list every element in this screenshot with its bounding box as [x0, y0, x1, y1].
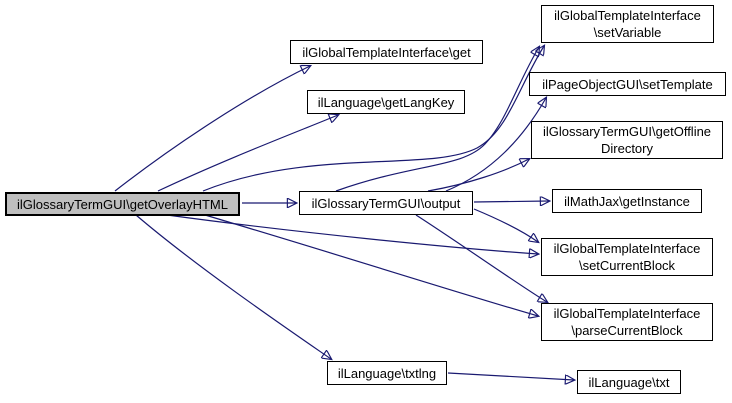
- node-label: \setVariable: [593, 25, 662, 40]
- node-label: ilGlobalTemplateInterface\get: [302, 44, 471, 60]
- node-label: Directory: [600, 141, 653, 156]
- node-label: ilLanguage\txtlng: [337, 365, 437, 381]
- edge-getOverlayHTML-to-txtlng: [135, 214, 331, 359]
- node-label: ilGlossaryTermGUI\getOffline: [542, 124, 712, 139]
- node-getinstance[interactable]: ilMathJax\getInstance: [552, 189, 702, 213]
- edge-output-to-getOfflineDirectory: [427, 159, 529, 192]
- node-label: ilLanguage\getLangKey: [317, 94, 455, 110]
- node-getlangkey[interactable]: ilLanguage\getLangKey: [307, 90, 465, 114]
- node-label: ilGlossaryTermGUI\getOverlayHTML: [17, 196, 228, 212]
- edge-txtlng-to-txt: [447, 372, 574, 380]
- node-setcurrentblock[interactable]: ilGlobalTemplateInterface \setCurrentBlo…: [541, 238, 713, 276]
- node-getofflinedirectory[interactable]: ilGlossaryTermGUI\getOffline Directory: [531, 121, 723, 159]
- edge-getOverlayHTML-to-setVariable: [202, 46, 544, 192]
- node-txt[interactable]: ilLanguage\txt: [577, 370, 681, 394]
- node-getoverlayhtml[interactable]: ilGlossaryTermGUI\getOverlayHTML: [5, 192, 240, 216]
- edge-output-to-parseCurrentBlock: [415, 214, 547, 302]
- node-label: \parseCurrentBlock: [571, 323, 683, 338]
- node-label: ilGlobalTemplateInterface: [553, 241, 701, 256]
- node-setvariable[interactable]: ilGlobalTemplateInterface \setVariable: [541, 5, 714, 43]
- node-parsecurrentblock[interactable]: ilGlobalTemplateInterface \parseCurrentB…: [541, 303, 713, 341]
- node-settemplate[interactable]: ilPageObjectGUI\setTemplate: [529, 72, 726, 96]
- node-label: ilLanguage\txt: [588, 374, 670, 390]
- edge-getOverlayHTML-to-setCurrentBlock: [166, 214, 538, 254]
- edge-getOverlayHTML-to-parseCurrentBlock: [204, 214, 538, 316]
- node-label: ilGlossaryTermGUI\output: [311, 195, 461, 211]
- edge-output-to-getInstance: [473, 201, 549, 202]
- node-label: ilGlobalTemplateInterface: [554, 8, 701, 23]
- node-label: ilMathJax\getInstance: [564, 193, 690, 209]
- node-label: \setCurrentBlock: [578, 258, 676, 273]
- node-label: ilPageObjectGUI\setTemplate: [542, 76, 713, 92]
- node-txtlng[interactable]: ilLanguage\txtlng: [327, 361, 447, 385]
- edge-output-to-setVariable: [335, 47, 539, 192]
- edge-getOverlayHTML-to-getLangKey: [157, 115, 338, 192]
- node-output[interactable]: ilGlossaryTermGUI\output: [299, 191, 473, 215]
- edge-getOverlayHTML-to-get: [114, 66, 310, 192]
- node-label: ilGlobalTemplateInterface: [553, 306, 701, 321]
- edge-output-to-setCurrentBlock: [473, 208, 538, 242]
- node-get[interactable]: ilGlobalTemplateInterface\get: [290, 40, 483, 64]
